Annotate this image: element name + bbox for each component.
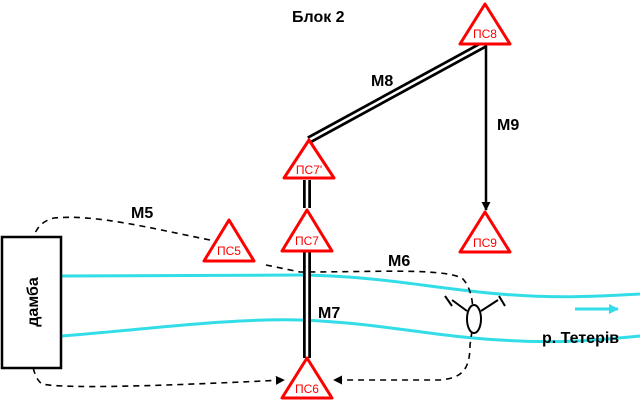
station-ps7[interactable]: ПС7 xyxy=(280,208,334,253)
station-ps9[interactable]: ПС9 xyxy=(458,210,512,254)
station-ps7-label: ПС7 xyxy=(295,234,319,248)
station-ps5[interactable]: ПС5 xyxy=(202,218,256,263)
station-ps7s[interactable]: ПС7' xyxy=(282,138,336,180)
dam-box xyxy=(0,235,63,370)
station-ps8-label: ПС8 xyxy=(473,27,497,41)
water-level-gauge-icon xyxy=(444,295,506,334)
dam-label: дамба xyxy=(25,277,42,327)
river-label: р. Тетерів xyxy=(542,330,619,347)
station-ps6[interactable]: ПС6 xyxy=(280,356,334,400)
river-bank-south xyxy=(61,318,640,344)
station-ps9-label: ПС9 xyxy=(473,236,497,250)
river xyxy=(61,273,640,344)
block-title: Блок 2 xyxy=(292,9,345,26)
route-m8-line xyxy=(307,40,487,144)
dam: дамба xyxy=(0,235,63,370)
route-m6-label: M6 xyxy=(388,253,410,270)
route-m5-line xyxy=(265,264,474,385)
station-ps5-label: ПС5 xyxy=(217,244,241,258)
station-ps7s-label: ПС7' xyxy=(296,163,322,177)
route-m7-label: M7 xyxy=(318,305,340,322)
station-ps6-label: ПС6 xyxy=(295,382,319,396)
river-bank-north xyxy=(61,273,640,299)
route-m5-label: M5 xyxy=(131,205,153,222)
station-ps8[interactable]: ПС8 xyxy=(458,2,512,46)
route-m6-line xyxy=(29,216,285,388)
route-m8-label: M8 xyxy=(371,73,393,90)
route-m9-label: M9 xyxy=(497,117,519,134)
